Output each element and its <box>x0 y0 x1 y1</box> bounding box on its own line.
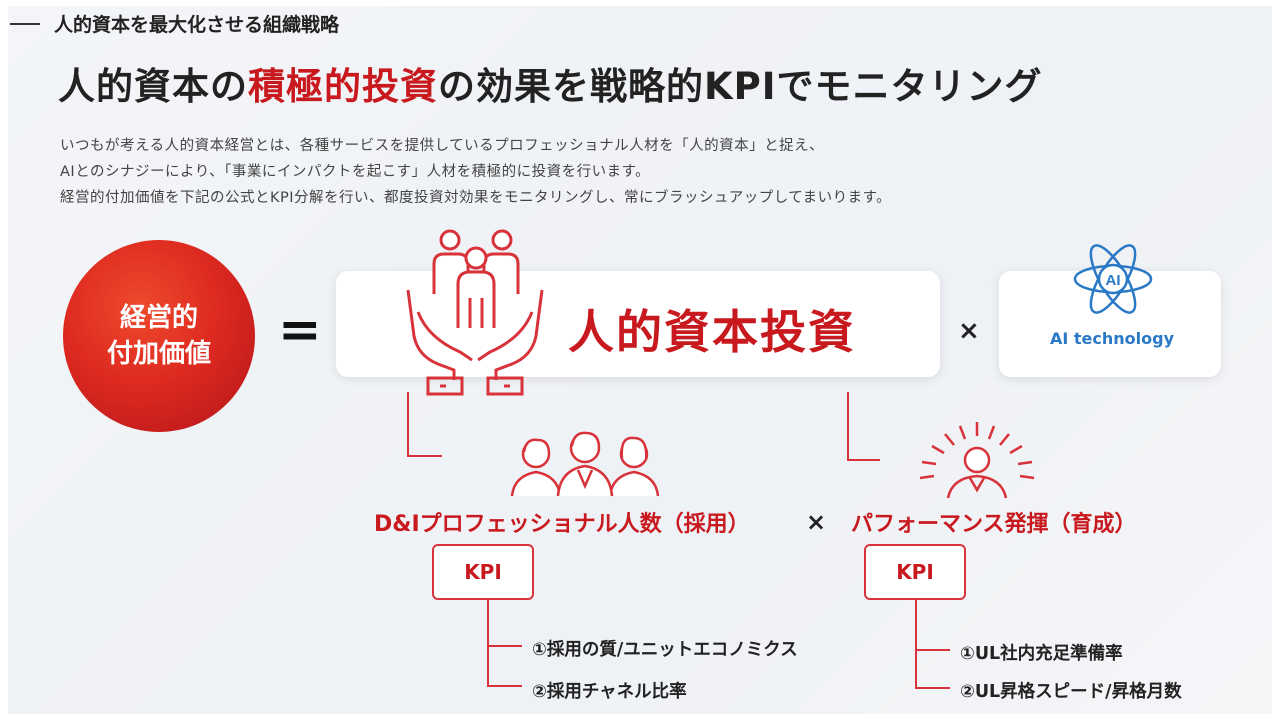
people-hands-icon <box>406 229 544 396</box>
value-line-1: 経営的 <box>119 303 198 333</box>
kpi-item-recruitment-2: ②採用チャネル比率 <box>532 682 687 702</box>
title-part2: の効果を戦略的KPIでモニタリング <box>438 65 1043 108</box>
performance-burst-icon <box>919 422 1035 499</box>
human-capital-investment-label: 人的資本投資 <box>568 305 856 359</box>
team-people-icon <box>510 431 660 497</box>
kpi-item-performance-2: ②UL昇格スピード/昇格月数 <box>960 682 1182 702</box>
branch-label-recruitment: D&Iプロフェッショナル人数（採用） <box>374 512 750 537</box>
kpi-box-performance: KPI <box>864 544 966 600</box>
value-line-2: 付加価値 <box>106 339 211 369</box>
equals-sign: = <box>278 300 322 360</box>
kpi-box-recruitment: KPI <box>432 544 534 600</box>
branch-label-performance: パフォーマンス発揮（育成） <box>851 512 1137 537</box>
title-part1: 人的資本の <box>58 65 248 108</box>
ai-technology-label: AI technology <box>1050 329 1175 348</box>
business-value-circle: 経営的 付加価値 <box>63 240 255 432</box>
section-dash <box>10 22 40 25</box>
intro-line-1: いつもが考える人的資本経営とは、各種サービスを提供しているプロフェッショナル人材… <box>60 138 825 154</box>
intro-paragraph: いつもが考える人的資本経営とは、各種サービスを提供しているプロフェッショナル人材… <box>60 133 891 211</box>
branch-multiply-sign: × <box>806 508 827 536</box>
title-accent: 積極的投資 <box>248 65 438 108</box>
intro-line-3: 経営的付加価値を下記の公式とKPI分解を行い、都度投資対効果をモニタリングし、常… <box>60 190 892 206</box>
multiply-sign: × <box>958 316 980 346</box>
ai-badge-text: AI <box>1106 272 1121 289</box>
kpi-item-performance-1: ①UL社内充足準備率 <box>960 644 1123 664</box>
page-title: 人的資本の積極的投資の効果を戦略的KPIでモニタリング <box>58 56 1043 110</box>
section-label-text: 人的資本を最大化させる組織戦略 <box>54 14 340 36</box>
section-label: 人的資本を最大化させる組織戦略 <box>10 10 339 37</box>
ai-atom-icon: AI <box>1073 244 1153 314</box>
kpi-item-recruitment-1: ①採用の質/ユニットエコノミクス <box>532 640 798 660</box>
intro-line-2: AIとのシナジーにより、「事業にインパクトを起こす」人材を積極的に投資を行います… <box>60 164 651 180</box>
